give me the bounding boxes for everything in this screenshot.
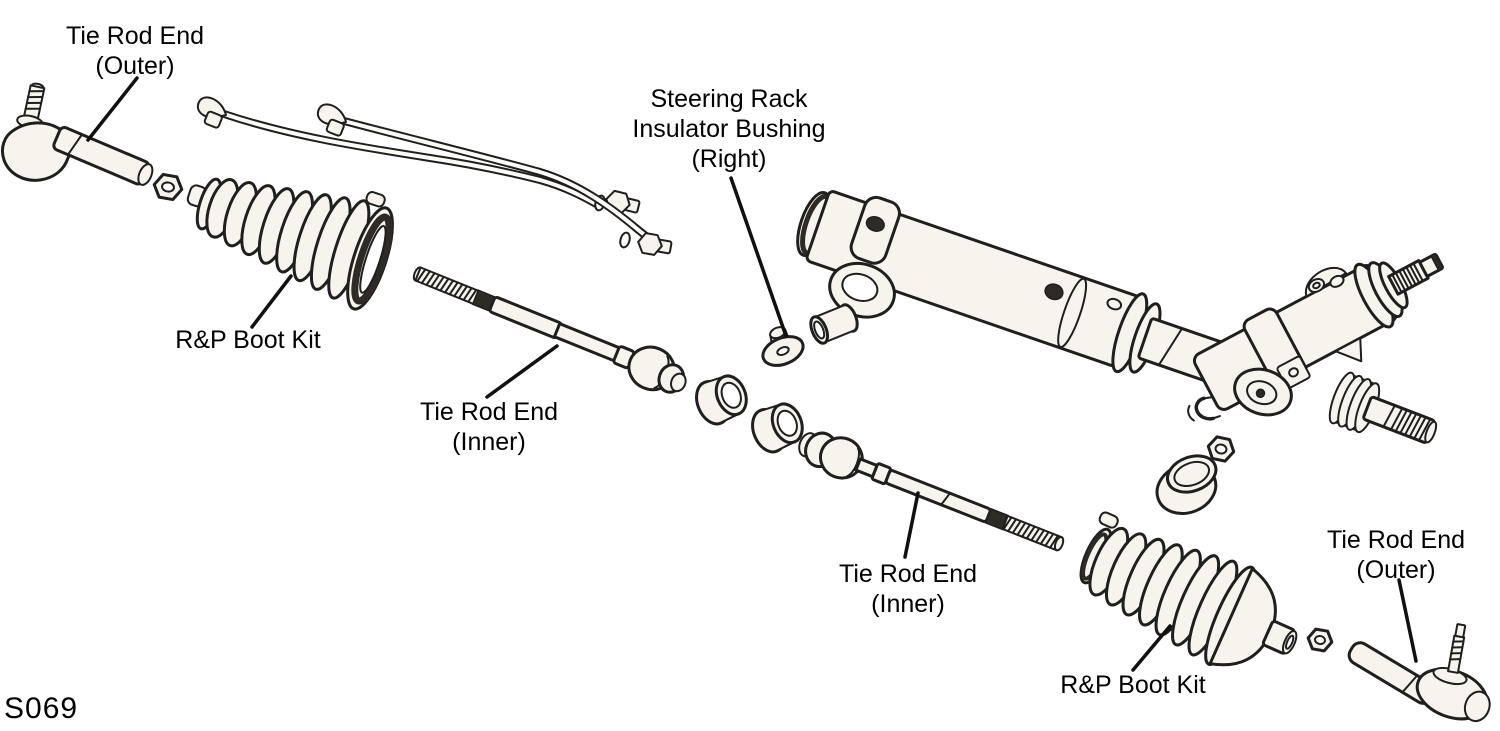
hex-nut-icon	[152, 172, 184, 202]
hex-nut-icon	[1306, 627, 1334, 653]
label-line: Tie Rod End	[1326, 526, 1466, 554]
label-boot-kit-right: R&P Boot Kit	[1060, 670, 1205, 700]
label-line: Tie Rod End	[419, 398, 559, 426]
label-line: R&P Boot Kit	[1060, 671, 1206, 699]
part-sleeve-bushing	[809, 303, 859, 345]
label-line: (Inner)	[452, 428, 526, 456]
part-tie-rod-end-inner-left	[412, 266, 687, 394]
figure-code: S069	[4, 692, 79, 725]
label-boot-kit-left: R&P Boot Kit	[175, 325, 320, 355]
hex-nut-icon	[1206, 435, 1236, 463]
label-line: R&P Boot Kit	[175, 326, 321, 354]
part-boot-kit-right	[1079, 511, 1298, 667]
part-boot-kit-left	[186, 177, 394, 311]
part-tie-rod-end-inner-right	[798, 431, 1065, 552]
label-line: Tie Rod End	[65, 22, 205, 50]
label-line: (Outer)	[1356, 556, 1436, 584]
label-tie-rod-end-outer-right: Tie Rod End (Outer)	[1327, 525, 1465, 585]
part-tie-rod-end-outer-left	[0, 82, 184, 202]
label-line: (Inner)	[871, 590, 945, 618]
label-line: (Outer)	[95, 52, 175, 80]
label-leader-lines	[86, 76, 1418, 672]
label-tie-rod-end-inner-right: Tie Rod End (Inner)	[839, 559, 977, 619]
part-spacer-ring-left	[695, 374, 748, 426]
dust-cap-icon	[1155, 454, 1218, 515]
part-fluid-lines	[196, 96, 673, 256]
label-line: Steering Rack	[650, 85, 808, 113]
label-tie-rod-end-inner-left: Tie Rod End (Inner)	[420, 397, 558, 457]
label-line: Insulator Bushing	[632, 115, 826, 143]
label-line: (Right)	[691, 145, 767, 173]
label-line: Tie Rod End	[838, 560, 978, 588]
part-pinion-housing	[1155, 252, 1445, 515]
label-steering-rack-insulator-bushing: Steering Rack Insulator Bushing (Right)	[632, 84, 825, 174]
part-insulator-bushing	[761, 326, 805, 367]
part-spacer-ring-right	[751, 402, 804, 454]
snap-ring-icon	[1187, 396, 1221, 422]
label-tie-rod-end-outer-left: Tie Rod End (Outer)	[66, 21, 204, 81]
part-tie-rod-end-outer-right	[1347, 623, 1491, 723]
